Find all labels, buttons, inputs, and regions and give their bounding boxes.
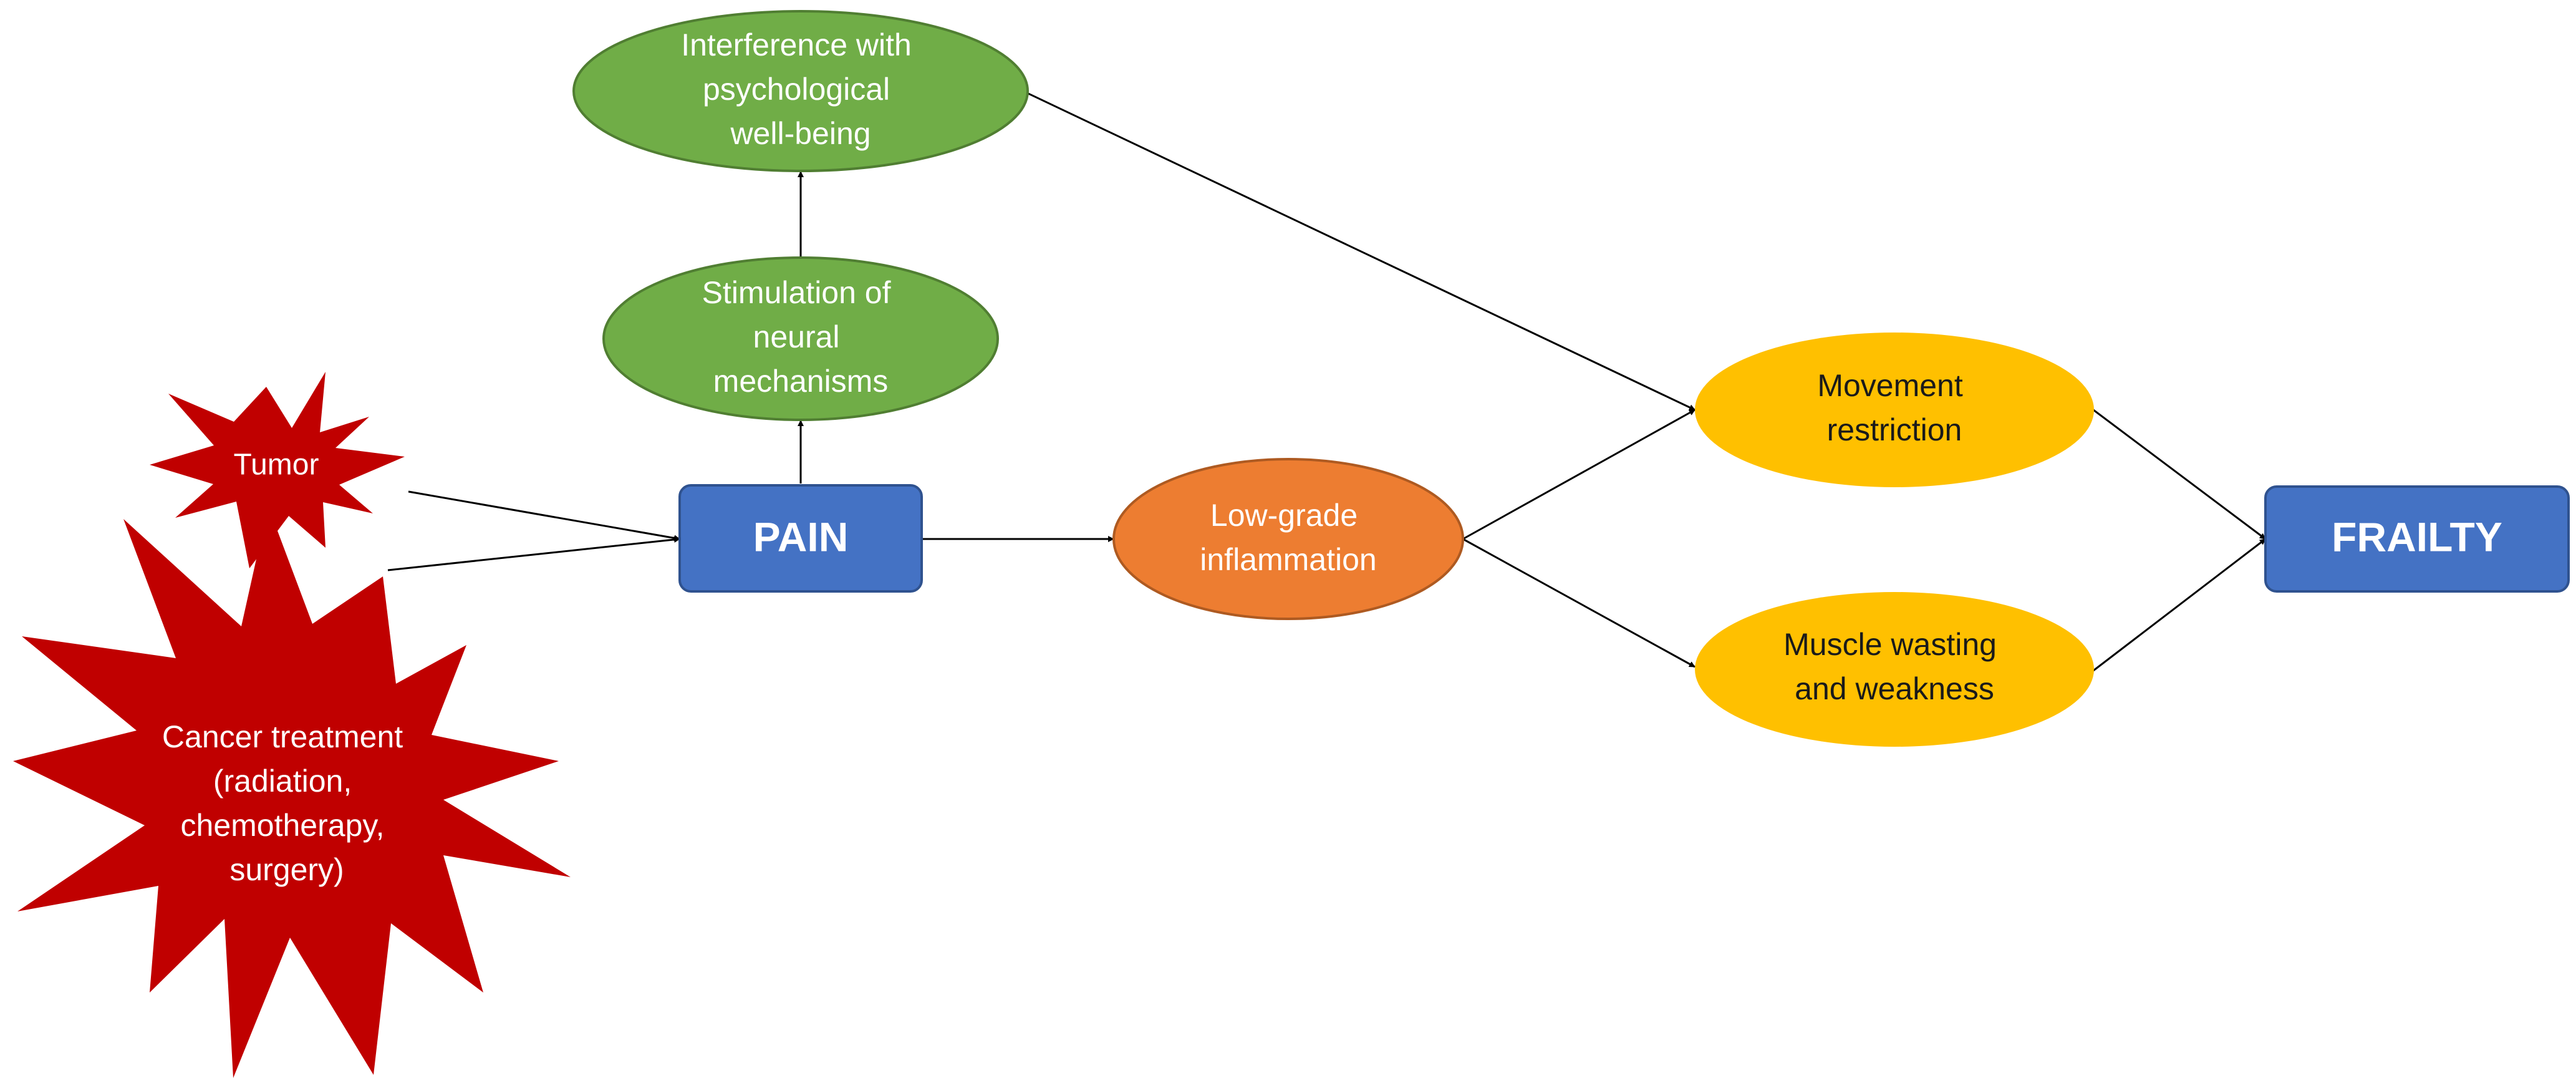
tumor-starburst — [150, 372, 405, 568]
interference-line-3: well-being — [730, 116, 871, 151]
cancer-treatment-line-1: Cancer treatment — [162, 719, 403, 754]
stimulation-line-3: mechanisms — [713, 364, 889, 399]
frailty-label: FRAILTY — [2332, 513, 2502, 560]
movement-ellipse — [1695, 333, 2094, 487]
arrow-movement-to-frailty — [2093, 409, 2266, 540]
arrow-tumor-to-pain — [408, 490, 680, 541]
cancer-treatment-line-3: chemotherapy, — [181, 808, 385, 843]
muscle-line-2: and weakness — [1795, 671, 1994, 706]
cancer-treatment-node: Cancer treatment (radiation, chemotherap… — [13, 506, 571, 1078]
inflammation-node: Low-grade inflammation — [1112, 458, 1464, 620]
stimulation-line-1: Stimulation of — [702, 275, 891, 310]
muscle-ellipse — [1695, 592, 2094, 747]
interference-ellipse — [572, 10, 1029, 172]
muscle-line-1: Muscle wasting — [1783, 627, 1997, 662]
interference-label: Interference with psychological well-bei… — [681, 27, 920, 151]
movement-label: Movement restriction — [1817, 368, 1971, 447]
tumor-node: Tumor — [150, 372, 405, 568]
inflammation-ellipse — [1112, 458, 1464, 620]
cancer-treatment-line-4: surgery) — [229, 852, 344, 887]
arrow-inflammation-to-movement — [1462, 409, 1696, 540]
movement-line-1: Movement — [1817, 368, 1963, 403]
frailty-box — [2264, 485, 2570, 593]
cancer-treatment-line-2: (radiation, — [213, 764, 352, 799]
inflammation-label: Low-grade inflammation — [1200, 498, 1376, 577]
inflammation-line-1: Low-grade — [1210, 498, 1358, 533]
arrow-inflammation-to-muscle — [1462, 538, 1696, 668]
muscle-label: Muscle wasting and weakness — [1783, 627, 2005, 706]
pain-box — [678, 484, 923, 593]
cancer-treatment-starburst — [13, 506, 571, 1078]
interference-node: Interference with psychological well-bei… — [572, 10, 1029, 172]
stimulation-ellipse — [602, 256, 999, 421]
edges — [387, 92, 2266, 672]
arrow-interference-to-movement — [1026, 92, 1696, 411]
muscle-node: Muscle wasting and weakness — [1695, 592, 2094, 747]
tumor-label: Tumor — [234, 449, 319, 482]
cancer-treatment-label: Cancer treatment (radiation, chemotherap… — [162, 719, 412, 887]
pain-node: PAIN — [678, 484, 923, 593]
movement-node: Movement restriction — [1695, 333, 2094, 487]
stimulation-label: Stimulation of neural mechanisms — [702, 275, 900, 399]
arrow-treatment-to-pain — [387, 536, 680, 571]
movement-line-2: restriction — [1827, 412, 1962, 447]
stimulation-node: Stimulation of neural mechanisms — [602, 256, 999, 421]
interference-line-2: psychological — [703, 72, 890, 107]
interference-line-1: Interference with — [681, 27, 912, 62]
frailty-node: FRAILTY — [2264, 485, 2570, 593]
stimulation-line-2: neural — [753, 319, 840, 354]
arrow-muscle-to-frailty — [2093, 538, 2266, 672]
inflammation-line-2: inflammation — [1200, 542, 1376, 577]
pain-label: PAIN — [753, 513, 849, 560]
